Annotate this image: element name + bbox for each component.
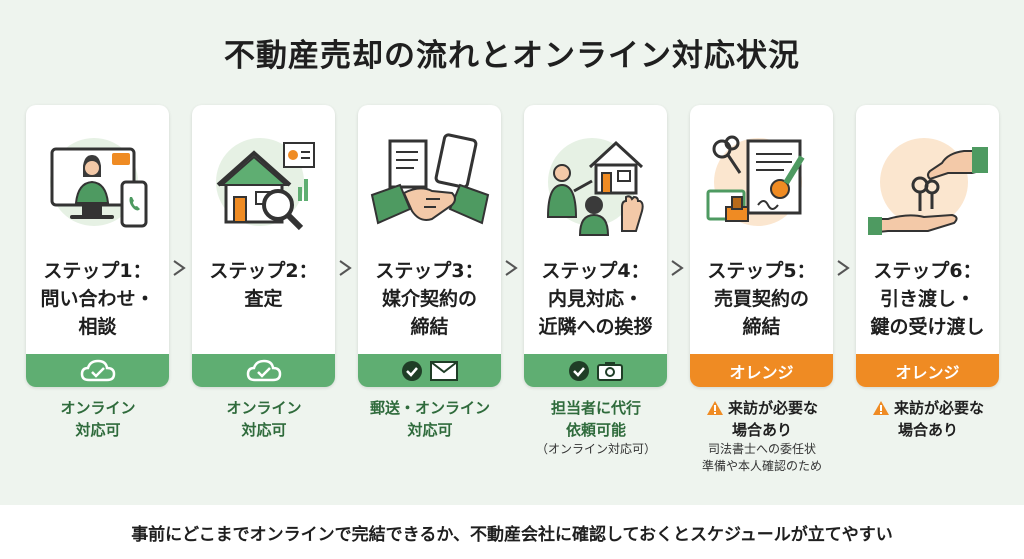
envelope-icon [429, 360, 458, 381]
cloud-check-icon [246, 359, 281, 381]
step-card-5: ステップ5： 売買契約の 締結 オレンジ [690, 105, 833, 387]
step-status-band-3 [358, 354, 501, 387]
warning-icon [706, 401, 723, 415]
status-label: オレンジ [895, 362, 960, 382]
arrow-right-icon [837, 260, 850, 276]
arrow-right-icon [671, 260, 684, 276]
step-title-6: ステップ6： 引き渡し・ 鍵の受け渡し [870, 260, 985, 338]
step-card-2: ステップ2： 査定 [192, 105, 335, 387]
key-handover-icon [856, 127, 999, 247]
step-status-band-5: オレンジ [690, 354, 833, 387]
step-status-band-1 [26, 354, 169, 387]
warning-icon [872, 401, 889, 415]
step-note-5: 来訪が必要な 場合あり 司法書士への委任状 準備や本人確認のため [701, 399, 822, 473]
step-title-2: ステップ2： 査定 [209, 260, 318, 310]
steps-flow: ステップ1： 問い合わせ・ 相談 オンライン 対応可 [0, 105, 1024, 505]
arrow-right-icon [173, 260, 186, 276]
status-label: オレンジ [729, 362, 794, 382]
arrow-right-icon [339, 260, 352, 276]
house-viewing-icon [524, 127, 667, 247]
camera-icon [596, 361, 623, 381]
step-note-6: 来訪が必要な 場合あり [848, 397, 1008, 441]
step-note-1: オンライン 対応可 [60, 399, 136, 439]
check-circle-icon [568, 360, 589, 381]
step-title-3: ステップ3： 媒介契約の 締結 [375, 260, 484, 338]
step-card-1: ステップ1： 問い合わせ・ 相談 [26, 105, 169, 387]
step-status-band-2 [192, 354, 335, 387]
online-consultation-icon [26, 127, 169, 247]
step-title-4: ステップ4： 内見対応・ 近隣への挨拶 [538, 260, 653, 338]
step-status-band-6: オレンジ [856, 354, 999, 387]
house-appraisal-icon [192, 127, 335, 247]
step-title-1: ステップ1： 問い合わせ・ 相談 [40, 260, 155, 338]
check-circle-icon [401, 360, 422, 381]
cloud-check-icon [80, 359, 115, 381]
step-card-3: ステップ3： 媒介契約の 締結 [358, 105, 501, 387]
step-note-4: 担当者に代行 依頼可能 （オンライン対応可） [535, 399, 656, 456]
page-title: 不動産売却の流れとオンライン対応状況 [224, 38, 800, 74]
arrow-right-icon [505, 260, 518, 276]
sale-contract-icon [690, 127, 833, 247]
step-note-3: 郵送・オンライン 対応可 [369, 399, 490, 439]
step-note-2: オンライン 対応可 [226, 399, 302, 439]
handshake-contract-icon [358, 127, 501, 247]
step-status-band-4 [524, 354, 667, 387]
footer-note: 事前にどこまでオンラインで完結できるか、不動産会社に確認しておくとスケジュールが… [0, 505, 1024, 559]
step-card-4: ステップ4： 内見対応・ 近隣への挨拶 [524, 105, 667, 387]
step-title-5: ステップ5： 売買契約の 締結 [707, 260, 816, 338]
step-card-6: ステップ6： 引き渡し・ 鍵の受け渡し オレンジ [856, 105, 999, 387]
